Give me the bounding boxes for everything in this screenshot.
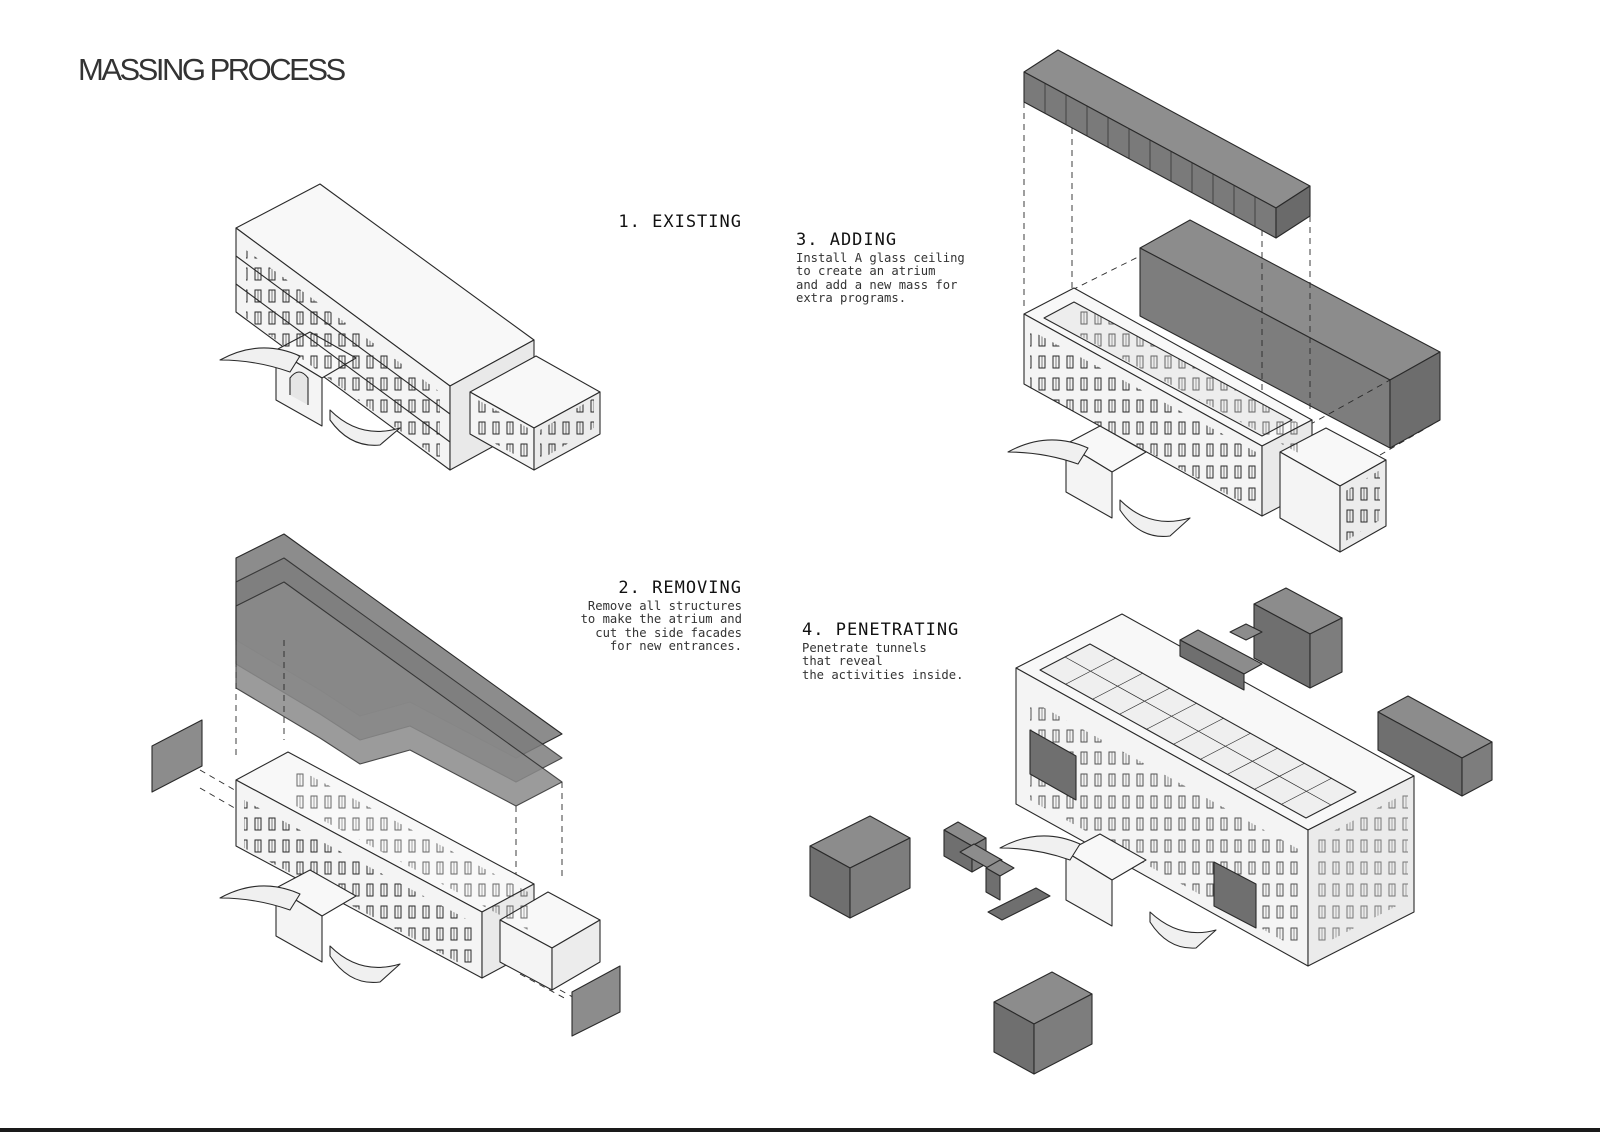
- step-penetrating: 4. PENETRATING Penetrate tunnels that re…: [802, 620, 1022, 682]
- step-description: Install A glass ceiling to create an atr…: [796, 251, 965, 305]
- adding-diagram: [1007, 49, 1441, 553]
- step-description: Penetrate tunnels that reveal the activi…: [802, 641, 964, 682]
- step-heading: 2. REMOVING: [618, 578, 742, 598]
- step-heading: 1. EXISTING: [618, 212, 742, 232]
- step-removing: 2. REMOVING Remove all structures to mak…: [520, 578, 742, 653]
- penetrating-diagram: [809, 587, 1493, 1075]
- step-existing: 1. EXISTING: [530, 212, 742, 232]
- step-heading: 4. PENETRATING: [802, 620, 960, 640]
- page-title: MASSING PROCESS: [78, 52, 346, 87]
- step-heading: 3. ADDING: [796, 230, 898, 250]
- removing-diagram: [151, 533, 621, 1037]
- step-adding: 3. ADDING Install A glass ceiling to cre…: [796, 230, 1016, 305]
- existing-building: [219, 183, 601, 471]
- bottom-border: [0, 1128, 1600, 1132]
- step-description: Remove all structures to make the atrium…: [580, 599, 742, 653]
